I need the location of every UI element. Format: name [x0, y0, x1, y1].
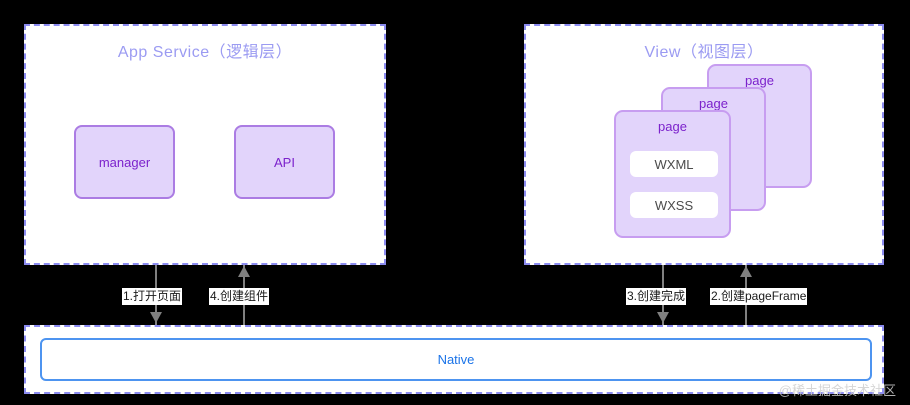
page-content-wxss-label: WXSS	[654, 197, 694, 213]
connector-label-create-component: 4.创建组件	[209, 288, 270, 305]
panel-view-title: View（视图层）	[644, 44, 764, 61]
native-box[interactable]: Native	[40, 338, 872, 381]
panel-app-service-title: App Service（逻辑层）	[117, 44, 293, 61]
watermark: @稀土掘金技术社区	[778, 383, 896, 398]
arrow-up-icon-create-component	[238, 266, 250, 277]
connector-label-create-finished: 3.创建完成	[626, 288, 687, 305]
page-content-wxml[interactable]: WXML	[630, 151, 718, 177]
page-content-wxml-label: WXML	[654, 156, 694, 172]
connector-label-open-page: 1.打开页面	[122, 288, 183, 305]
arrow-down-icon-create-finished	[657, 312, 669, 323]
page-content-wxss[interactable]: WXSS	[630, 192, 718, 218]
connector-label-create-pageframe: 2.创建pageFrame	[710, 288, 808, 305]
arrow-up-icon-create-pageframe	[740, 266, 752, 277]
page-card-back-label: page	[745, 73, 774, 88]
service-box-api[interactable]: API	[234, 125, 335, 199]
page-card-front-label: page	[658, 119, 687, 134]
native-box-label: Native	[437, 352, 475, 367]
panel-native: Native	[24, 325, 884, 394]
page-card-middle-label: page	[699, 96, 728, 111]
service-box-api-label: API	[274, 154, 295, 170]
service-box-manager[interactable]: manager	[74, 125, 175, 199]
service-box-manager-label: manager	[98, 154, 151, 170]
page-card-front[interactable]: page WXML WXSS	[614, 110, 731, 238]
arrow-down-icon-open-page	[150, 312, 162, 323]
